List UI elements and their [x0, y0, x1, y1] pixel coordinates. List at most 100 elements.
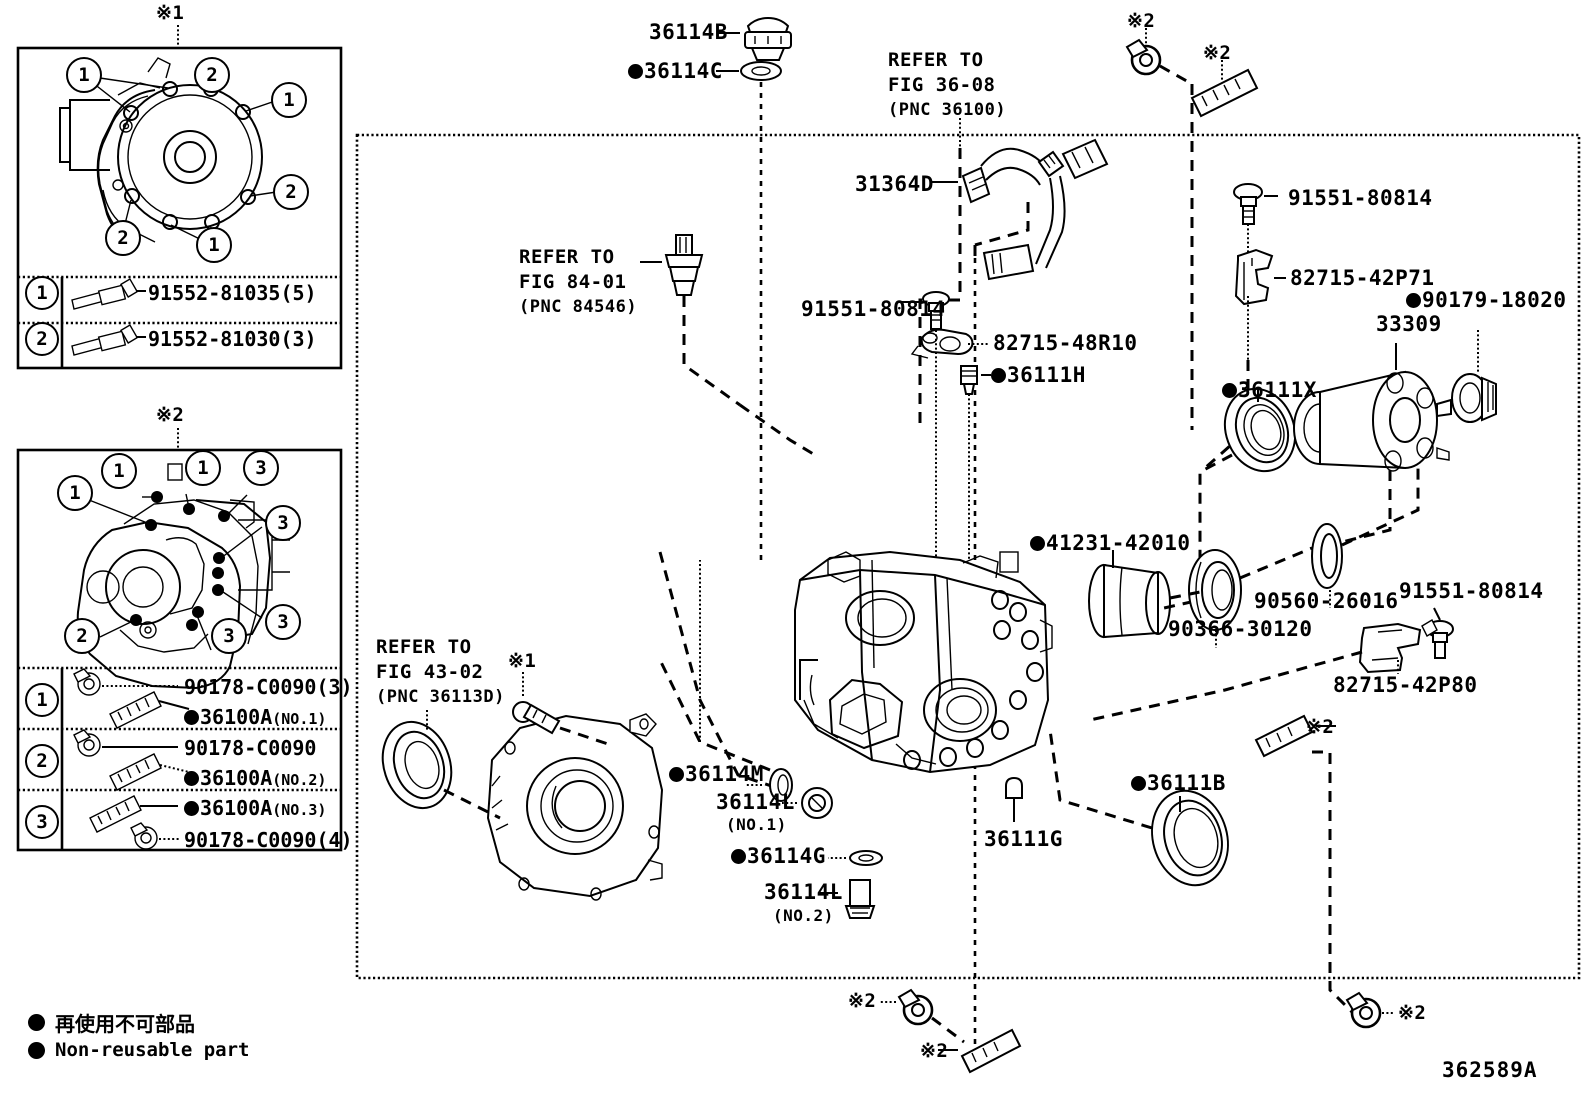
label-90366-30120: 90366-30120: [1168, 617, 1313, 641]
legend-row-en: Non-reusable part: [28, 1036, 249, 1064]
label-82715-48R10: 82715-48R10: [993, 331, 1138, 355]
inset2-callout-3c: 3: [265, 604, 301, 640]
nonreusable-dot-icon: [184, 710, 199, 725]
label-36114L-2-sub: (NO.2): [773, 906, 834, 925]
part-36113D-icon: [381, 710, 453, 810]
label-91551-80814-c: 91551-80814: [1399, 579, 1544, 603]
inset2-nut-icon-1: [73, 668, 178, 696]
ref-fig-36-08: REFER TO FIG 36-08 (PNC 36100): [888, 49, 1007, 120]
ref-fig-84-01: REFER TO FIG 84-01 (PNC 84546): [519, 246, 638, 317]
legend: 再使用不可部品 Non-reusable part: [28, 1008, 249, 1064]
inset2-callout-3d: 3: [211, 618, 247, 654]
nonreusable-dot-icon: [1222, 383, 1237, 398]
part-36111G-icon: [1005, 776, 1023, 822]
inset2-stud-icon-1: [109, 691, 190, 729]
inset2-row2-num: 2: [25, 744, 59, 778]
inset1-row1-part: 91552-81035(5): [148, 281, 317, 305]
figure-id: 362589A: [1442, 1058, 1538, 1082]
nonreusable-dot-icon: [1030, 536, 1045, 551]
part-36114C-icon: [716, 61, 782, 81]
label-41231-42010: 41231-42010: [1030, 531, 1191, 555]
inset1-row1-num: 1: [25, 276, 59, 310]
label-31364D: 31364D: [855, 172, 934, 196]
nonreusable-dot-icon: [628, 64, 643, 79]
inset1-callout-2c: 2: [105, 220, 141, 256]
label-36111X: 36111X: [1222, 378, 1317, 402]
nonreusable-dot-icon: [184, 771, 199, 786]
label-36111B: 36111B: [1131, 771, 1226, 795]
part-36111H-icon: [960, 365, 991, 395]
label-90560-26016: 90560-26016: [1254, 589, 1399, 613]
part-ast2-stud-bottom: [938, 1028, 1022, 1074]
part-ast2-nut-bottomright: [1345, 991, 1394, 1029]
label-90179-18020: 90179-18020: [1406, 288, 1567, 312]
nonreusable-dot-icon: [731, 849, 746, 864]
asterisk-mark-tr2: ※2: [1203, 42, 1232, 64]
inset2-row1-num: 1: [25, 683, 59, 717]
inset1-bolt-icon-2: [71, 324, 146, 356]
inset2-nut-icon-3: [130, 822, 180, 850]
label-36114L-1: 36114L: [716, 790, 795, 814]
asterisk-mark-right: ※2: [1306, 716, 1335, 738]
part-91551-80814-b-icon: [1233, 183, 1278, 225]
inset1-callout-1a: 1: [66, 57, 102, 93]
label-36114M: 36114M: [669, 762, 764, 786]
nonreusable-dot-icon: [28, 1041, 45, 1059]
nonreusable-dot-icon: [28, 1013, 45, 1031]
leader-84546: [682, 296, 741, 407]
part-82715-48R10-icon: [910, 328, 988, 359]
inset2-callout-3b: 3: [265, 505, 301, 541]
inset2-callout-1c: 1: [57, 475, 93, 511]
part-36114G-icon: [828, 850, 883, 866]
part-31364D-icon: [930, 138, 1109, 281]
legend-row-jp: 再使用不可部品: [28, 1008, 249, 1036]
nonreusable-dot-icon: [991, 368, 1006, 383]
inset2-stud-icon-2: [109, 753, 190, 791]
inset2-stud-icon-3: [89, 795, 178, 833]
inset2-row1-part2: 36100A(NO.1): [184, 705, 326, 729]
asterisk-mark-bot2: ※2: [920, 1040, 949, 1062]
main-housing-illustration: [794, 550, 1053, 774]
asterisk-mark-bot1: ※2: [848, 990, 877, 1012]
label-82715-42P71: 82715-42P71: [1290, 266, 1435, 290]
nonreusable-dot-icon: [669, 767, 684, 782]
part-82715-42P71-icon: [1234, 248, 1286, 306]
part-84546-icon: [640, 234, 704, 296]
inset2-row3-num: 3: [25, 805, 59, 839]
nonreusable-dot-icon: [1131, 776, 1146, 791]
inset1-bolt-icon-1: [71, 278, 146, 310]
part-41231-42010-icon: [1088, 550, 1171, 639]
part-ast1-bolt-mid: [512, 672, 561, 735]
label-36111H: 36111H: [991, 363, 1086, 387]
inset2-callout-3a: 3: [243, 450, 279, 486]
inset2-illustration: [76, 463, 290, 690]
label-36114L-1-sub: (NO.1): [726, 815, 787, 834]
part-ast2-stud-tr: [1190, 60, 1259, 118]
inset1-row2-part: 91552-81030(3): [148, 327, 317, 351]
asterisk-mark-mid: ※1: [508, 650, 537, 672]
nonreusable-dot-icon: [184, 801, 199, 816]
inset1-callout-1b: 1: [271, 82, 307, 118]
inset2-row2-part2: 36100A(NO.2): [184, 766, 326, 790]
asterisk-mark-inset1: ※1: [156, 2, 185, 24]
asterisk-mark-inset2: ※2: [156, 404, 185, 426]
part-91551-80814-c-icon: [1421, 607, 1454, 659]
nonreusable-dot-icon: [1406, 293, 1421, 308]
label-36114C: 36114C: [628, 59, 723, 83]
inset1-callout-1c: 1: [196, 227, 232, 263]
asterisk-mark-tr1: ※2: [1127, 10, 1156, 32]
label-36114B: 36114B: [649, 20, 728, 44]
label-36114G: 36114G: [731, 844, 826, 868]
inset1-callout-2a: 2: [194, 57, 230, 93]
front-cover-illustration: [486, 713, 664, 901]
inset2-nut-icon-2: [73, 729, 178, 757]
part-90179-18020-icon: [1451, 330, 1497, 423]
label-91551-80814-b: 91551-80814: [1288, 186, 1433, 210]
ref-fig-43-02: REFER TO FIG 43-02 (PNC 36113D): [376, 636, 505, 707]
asterisk-mark-bot3: ※2: [1398, 1002, 1427, 1024]
label-91551-80814-a: 91551-80814: [801, 297, 946, 321]
part-33309-hub-icon: [1293, 343, 1452, 472]
inset1-callout-2b: 2: [273, 174, 309, 210]
part-36114B-icon: [718, 16, 792, 61]
